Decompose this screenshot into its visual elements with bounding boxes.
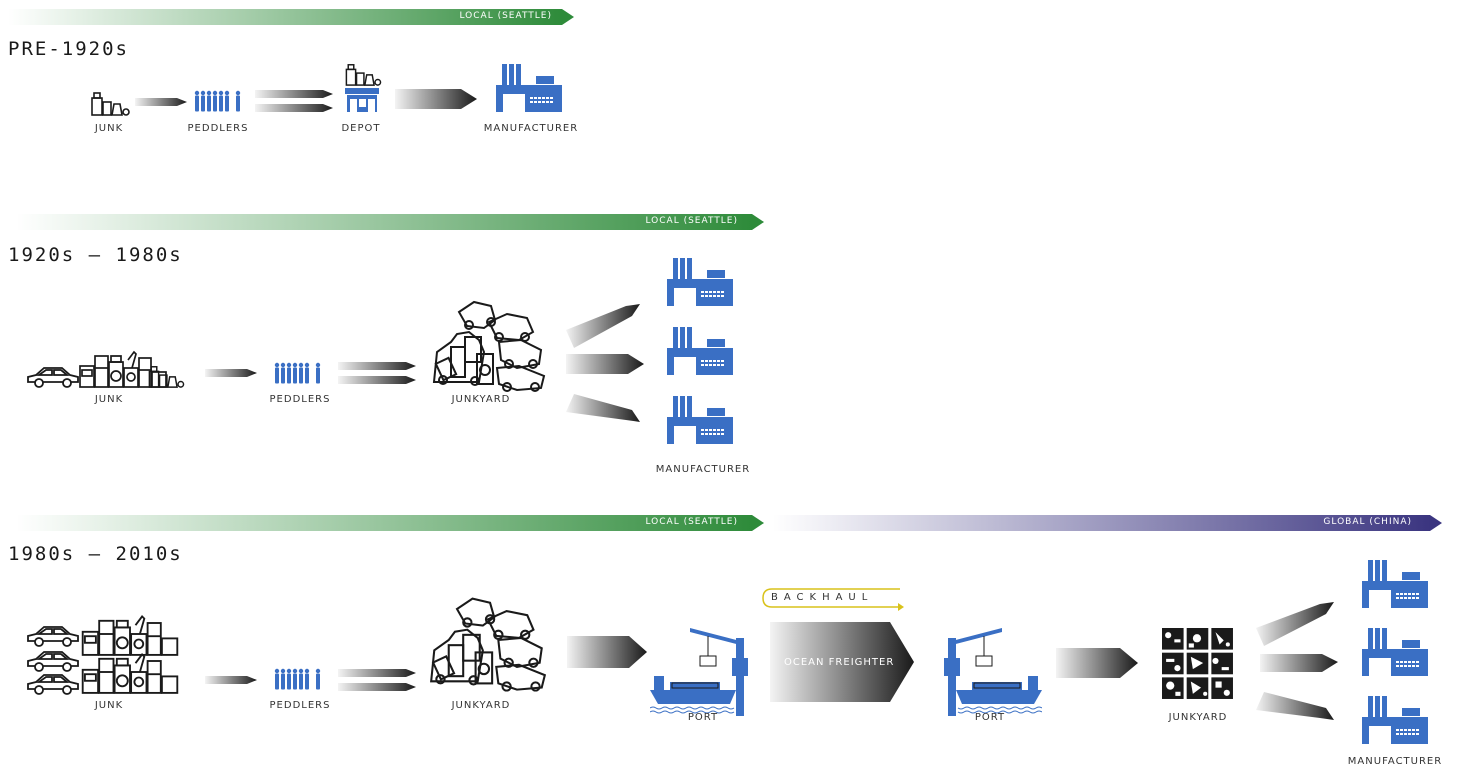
backhaul-label: BACKHAUL [771, 592, 874, 603]
peddlers-label: PEDDLERS [269, 700, 331, 711]
local-band-label: LOCAL (SEATTLE) [645, 517, 738, 527]
appliances-icon [80, 650, 180, 694]
factory-icon [667, 258, 733, 306]
junk-icon [90, 90, 130, 116]
peddlers-icon [274, 362, 322, 384]
factory-icon [667, 327, 733, 375]
car-icon [26, 650, 80, 672]
manufacturer-label: MANUFACTURER [655, 464, 751, 475]
flow-arrow [205, 676, 257, 684]
processed-scrap-icon [1162, 628, 1234, 700]
peddlers-icon [274, 668, 322, 690]
car-icon [26, 366, 80, 388]
ocean-freighter-arrow [770, 622, 914, 702]
junk-label: JUNK [94, 394, 124, 405]
port-label: PORT [974, 712, 1006, 723]
ocean-freighter-label: OCEAN FREIGHTER [784, 657, 895, 668]
flow-arrow-double [255, 90, 333, 112]
local-band [16, 515, 764, 531]
flow-arrow-double [338, 362, 416, 384]
local-band [16, 214, 764, 230]
factory-icon [667, 396, 733, 444]
fan-out-arrows [1256, 602, 1338, 720]
port-label: PORT [687, 712, 719, 723]
peddlers-label: PEDDLERS [187, 123, 249, 134]
factory-icon [496, 64, 562, 112]
junkyard-china-label: JUNKYARD [1168, 712, 1228, 723]
junk-label: JUNK [94, 123, 124, 134]
era-title: PRE-1920s [8, 38, 129, 60]
flow-arrow [567, 636, 647, 668]
factory-icon [1362, 628, 1428, 676]
peddlers-icon [194, 90, 242, 112]
local-band-label: LOCAL (SEATTLE) [645, 216, 738, 226]
manufacturer-label: MANUFACTURER [1347, 756, 1443, 767]
junkyard-label: JUNKYARD [451, 700, 511, 711]
port-ship-icon [938, 628, 1042, 716]
junk-label: JUNK [94, 700, 124, 711]
global-band [772, 515, 1442, 531]
depot-junk-icon [344, 62, 382, 86]
global-band-label: GLOBAL (CHINA) [1323, 517, 1412, 527]
junkyard-label: JUNKYARD [451, 394, 511, 405]
flow-arrow [395, 89, 477, 109]
local-band [8, 9, 574, 25]
junkyard-heap-icon [426, 586, 550, 694]
backhaul-bracket [762, 588, 904, 611]
factory-icon [1362, 696, 1428, 744]
flow-arrow [205, 369, 257, 377]
junkyard-heap-icon [428, 292, 550, 392]
depot-icon [345, 88, 379, 112]
era-title: 1980s – 2010s [8, 543, 183, 565]
local-band-label: LOCAL (SEATTLE) [459, 11, 552, 21]
junk-icon [146, 364, 186, 388]
factory-icon [1362, 560, 1428, 608]
car-icon [26, 625, 80, 647]
peddlers-label: PEDDLERS [269, 394, 331, 405]
port-ship-icon [650, 628, 754, 716]
car-icon [26, 673, 80, 695]
flow-arrow-double [338, 669, 416, 691]
depot-label: DEPOT [341, 123, 381, 134]
manufacturer-label: MANUFACTURER [483, 123, 579, 134]
fan-out-arrows [566, 304, 644, 422]
flow-arrow [1056, 648, 1138, 678]
flow-arrow [135, 98, 187, 106]
era-title: 1920s – 1980s [8, 244, 183, 266]
